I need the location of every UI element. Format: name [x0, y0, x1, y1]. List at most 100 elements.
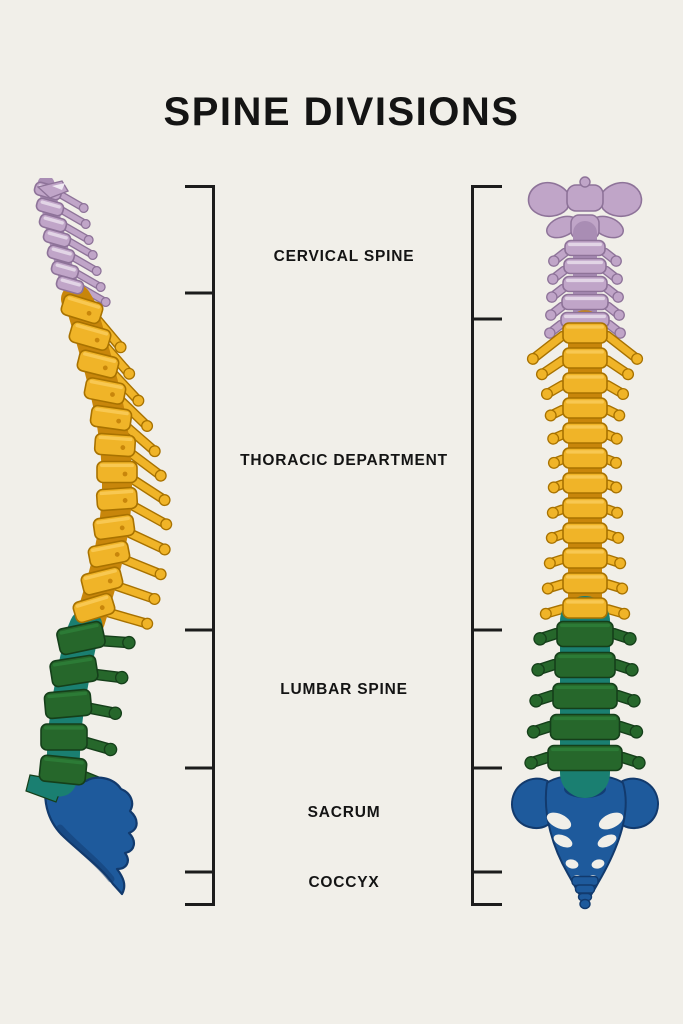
spine-part: [526, 352, 539, 365]
spine-part: [611, 506, 624, 519]
spine-part: [533, 632, 547, 646]
spine-part: [566, 278, 604, 283]
spine-part: [627, 694, 641, 708]
spine-part: [613, 309, 625, 321]
spine-part: [527, 181, 572, 218]
spine-part: [95, 407, 129, 416]
spine-part: [148, 592, 161, 605]
spine-part: [608, 627, 637, 646]
spine-part: [561, 293, 609, 311]
sacrum-drawing: [511, 773, 659, 910]
spine-part: [579, 176, 591, 188]
spine-part: [540, 380, 568, 400]
spine-part: [47, 231, 68, 240]
spine-part: [556, 685, 614, 690]
spine-part: [47, 691, 88, 699]
spine-part: [616, 582, 629, 595]
spine-part: [98, 435, 133, 442]
spine-part: [546, 291, 558, 303]
spine-part: [100, 297, 111, 308]
spine-lateral-view-illustration: [25, 178, 173, 896]
spine-part: [547, 744, 623, 772]
spine-part: [602, 283, 624, 303]
spine-part: [562, 397, 608, 419]
spine-part: [541, 582, 554, 595]
spine-part: [44, 726, 84, 730]
spine-part: [547, 432, 560, 445]
spine-part: [632, 756, 646, 770]
spine-part: [526, 725, 541, 739]
spine-part: [603, 529, 625, 544]
spine-part: [574, 884, 596, 894]
spine-part: [60, 278, 81, 287]
spine-part: [154, 469, 167, 482]
spine-part: [545, 531, 558, 544]
spine-part: [600, 247, 622, 267]
spine-part: [95, 486, 139, 512]
spine-part: [562, 597, 608, 619]
spine-part: [67, 252, 102, 277]
spine-part: [610, 481, 623, 494]
spine-part: [91, 266, 102, 277]
spine-part: [83, 377, 127, 405]
spine-part: [546, 506, 559, 519]
spine-part: [625, 663, 639, 677]
spine-part: [96, 516, 130, 525]
spine-part: [89, 404, 133, 432]
spine-part: [158, 543, 171, 556]
spine-part: [92, 513, 136, 541]
spine-part: [531, 658, 560, 677]
spine-part: [566, 425, 604, 429]
spine-part: [566, 400, 604, 404]
spine-part: [553, 834, 573, 848]
spine-part: [123, 367, 136, 380]
spine-part: [531, 663, 545, 677]
spine-part: [543, 554, 567, 570]
spine-part: [148, 445, 161, 458]
spine-part: [631, 352, 644, 365]
spine-part: [63, 236, 98, 261]
spine-part: [560, 623, 610, 628]
spine-part: [160, 518, 173, 531]
spine-part: [562, 347, 608, 369]
spine-part: [547, 454, 568, 469]
spine-part: [96, 460, 138, 484]
spine-part: [122, 498, 128, 503]
spine-part: [562, 322, 608, 344]
spine-part: [49, 654, 99, 688]
spine-part: [55, 263, 76, 272]
spine-part: [564, 239, 606, 257]
spine-part: [529, 689, 558, 708]
spine-part: [562, 422, 608, 444]
spine-part: [565, 859, 579, 869]
spine-part: [120, 445, 126, 450]
spine-part: [547, 265, 569, 285]
spine-part: [558, 654, 612, 659]
spine-part: [44, 757, 84, 765]
spine-part: [539, 607, 552, 620]
spine-part: [110, 392, 115, 397]
spine-part: [35, 197, 65, 217]
spine-part: [545, 301, 567, 321]
spine-part: [579, 898, 591, 910]
spine-part: [556, 620, 614, 648]
spine-part: [545, 529, 567, 544]
page-title: SPINE DIVISIONS: [163, 89, 520, 134]
spine-part: [72, 592, 116, 624]
spine-part: [94, 337, 100, 343]
spine-part: [524, 756, 538, 770]
spine-part: [40, 200, 61, 209]
spine-part: [91, 542, 125, 553]
right-section-bracket: [471, 185, 502, 906]
spine-part: [562, 547, 608, 569]
spine-part: [75, 595, 109, 608]
spine-part: [114, 341, 127, 354]
spine-part: [56, 620, 106, 656]
spine-part: [617, 387, 630, 400]
spine-part: [154, 568, 167, 581]
spine-part: [562, 522, 608, 544]
spine-part: [566, 350, 604, 354]
spine-part: [38, 754, 88, 786]
spine-part: [603, 554, 627, 570]
